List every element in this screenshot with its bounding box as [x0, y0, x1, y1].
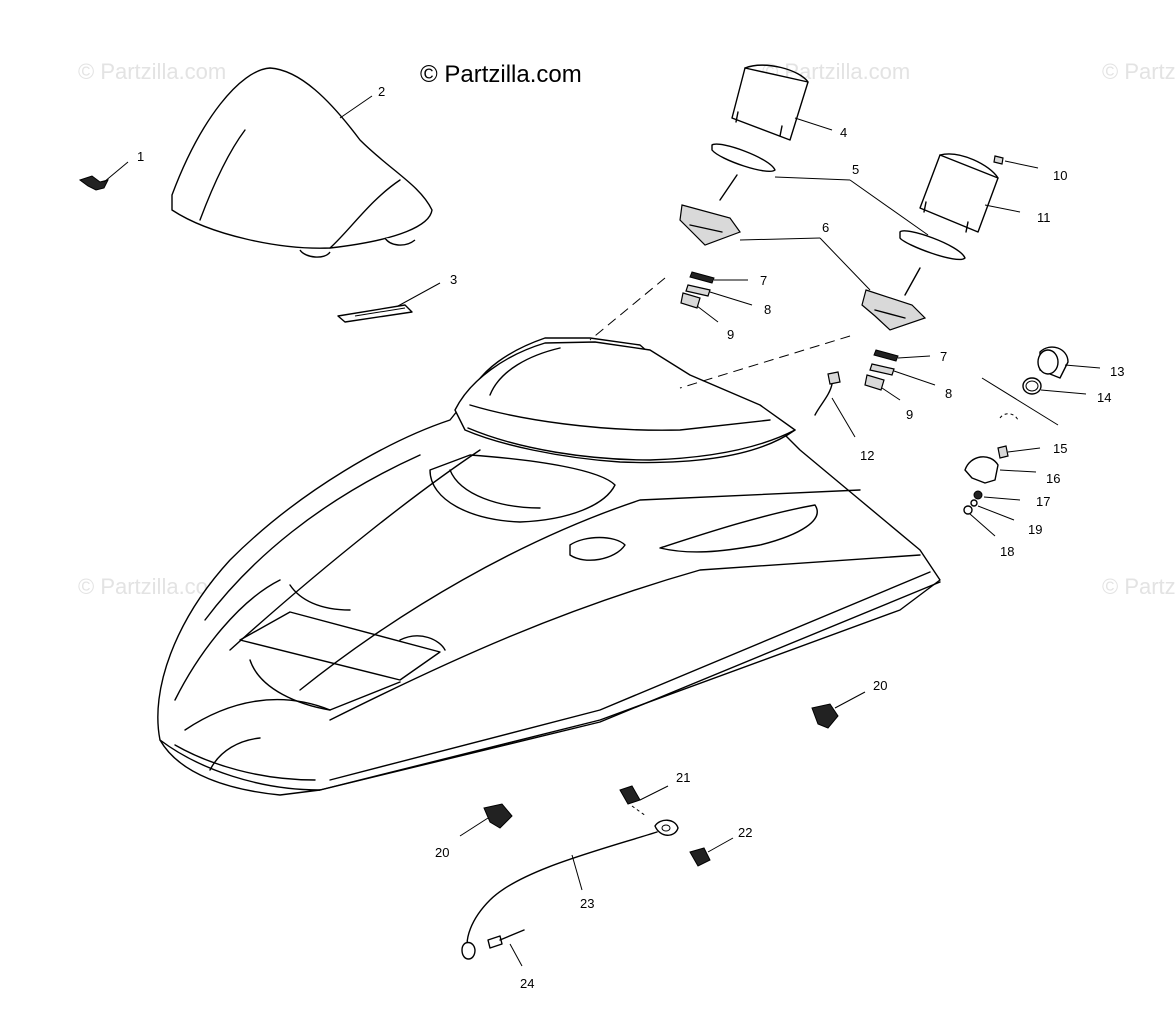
- parts-13-19: 13 14 15 16 17 19 18: [963, 346, 1124, 559]
- callout-2: 2: [378, 84, 385, 99]
- callout-11: 11: [1037, 210, 1051, 225]
- parts-21-24: 21 22 23 24: [461, 770, 752, 991]
- callout-10: 10: [1053, 168, 1067, 183]
- hood-body: [157, 337, 941, 796]
- part-3-strap: 3: [337, 272, 457, 323]
- callout-23: 23: [580, 896, 594, 911]
- callout-24: 24: [520, 976, 534, 991]
- part-20-clips: 20 20: [435, 678, 887, 860]
- callout-20a: 20: [873, 678, 887, 693]
- part-12-wire: 12: [814, 371, 874, 463]
- callout-3: 3: [450, 272, 457, 287]
- watermark: © Partzilla.com: [78, 59, 226, 84]
- gauge-assembly-right: 10 11 7 8 9: [679, 153, 1067, 422]
- callout-17: 17: [1036, 494, 1050, 509]
- watermark: © Partzilla.com: [1102, 59, 1176, 84]
- callout-12: 12: [860, 448, 874, 463]
- callout-5: 5: [852, 162, 859, 177]
- callout-7: 7: [760, 273, 767, 288]
- callout-6: 6: [822, 220, 829, 235]
- copyright-text: © Partzilla.com: [420, 61, 582, 88]
- callout-18: 18: [1000, 544, 1014, 559]
- part-2-windshield: 2: [171, 67, 433, 258]
- callout-20b: 20: [435, 845, 449, 860]
- watermark: © Partzilla.com: [1102, 574, 1176, 599]
- callout-14: 14: [1097, 390, 1111, 405]
- callout-1: 1: [137, 149, 144, 164]
- callout-9: 9: [727, 327, 734, 342]
- part-1-screw: 1: [78, 149, 144, 191]
- callout-9b: 9: [906, 407, 913, 422]
- callout-19: 19: [1028, 522, 1042, 537]
- callout-7b: 7: [940, 349, 947, 364]
- gauge-assembly-left: 4 5 6 7 8 9: [589, 64, 929, 342]
- callout-16: 16: [1046, 471, 1060, 486]
- callout-4: 4: [840, 125, 847, 140]
- callout-21: 21: [676, 770, 690, 785]
- callout-8: 8: [764, 302, 771, 317]
- callout-22: 22: [738, 825, 752, 840]
- callout-15: 15: [1053, 441, 1067, 456]
- callout-8b: 8: [945, 386, 952, 401]
- callout-13: 13: [1110, 364, 1124, 379]
